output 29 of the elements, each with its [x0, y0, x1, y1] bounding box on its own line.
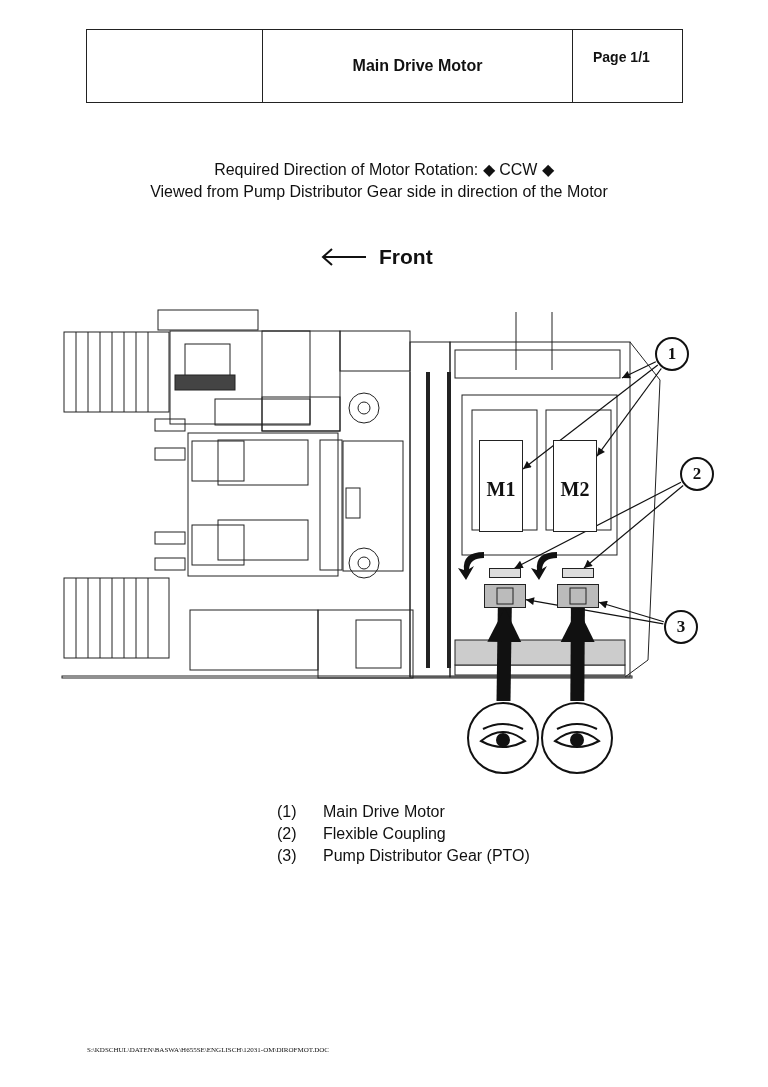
gear-drawing — [484, 584, 526, 608]
page-number: Page 1/1 — [593, 49, 650, 65]
callout-key: (3) — [277, 847, 297, 865]
leader-line — [525, 597, 664, 625]
callout-number: 2 — [680, 457, 714, 491]
leader-line — [514, 481, 682, 569]
motor-block: M2 — [553, 440, 597, 532]
leader-line — [522, 364, 659, 470]
leader-line — [598, 600, 665, 623]
viewing-note: Viewed from Pump Distributor Gear side in direction of the Motor — [150, 183, 608, 201]
part-name: Main Drive Motor — [323, 803, 445, 821]
leader-line — [583, 484, 684, 569]
callout-key: (1) — [277, 803, 297, 821]
callout-number: 1 — [655, 337, 689, 371]
coupling-drawing — [562, 568, 594, 578]
motor-block: M1 — [479, 440, 523, 532]
view-arrow — [487, 607, 522, 702]
front-label: Front — [379, 245, 433, 269]
callout-number: 3 — [664, 610, 698, 644]
view-arrow — [560, 607, 595, 702]
direction-note: Required Direction of Motor Rotation: ◆ CCW ◆ — [214, 160, 554, 179]
part-name: Pump Distributor Gear (PTO) — [323, 847, 530, 865]
document-title: Main Drive Motor — [262, 30, 573, 102]
leader-line — [621, 361, 657, 379]
leader-line — [596, 367, 662, 457]
coupling-drawing — [489, 568, 521, 578]
gear-drawing — [557, 584, 599, 608]
part-name: Flexible Coupling — [323, 825, 446, 843]
callout-key: (2) — [277, 825, 297, 843]
